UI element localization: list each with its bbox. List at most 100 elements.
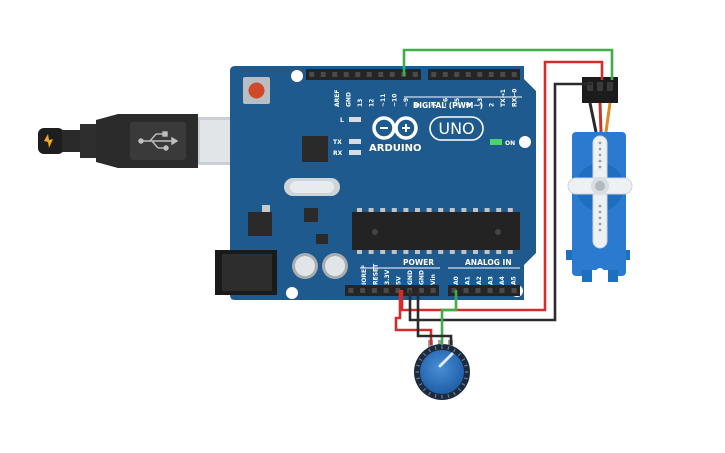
pin-label: ~6: [443, 98, 450, 107]
servo-motor[interactable]: [566, 77, 633, 282]
chip-pin: [461, 250, 467, 254]
potentiometer[interactable]: [414, 340, 470, 400]
small-chip: [304, 208, 318, 222]
digital-header-right: [428, 69, 520, 80]
led-l-label: L: [340, 117, 344, 124]
header-hole: [343, 72, 349, 77]
brand-text: ARDUINO: [369, 143, 421, 154]
header-hole: [487, 288, 493, 293]
header-hole: [475, 288, 481, 293]
header-hole: [488, 72, 494, 77]
voltage-regulator: [248, 212, 272, 236]
pin-label: 13: [357, 99, 364, 107]
header-hole: [355, 72, 361, 77]
pin-label: ~10: [392, 94, 399, 107]
chip-pin: [438, 250, 444, 254]
header-hole: [371, 288, 377, 293]
header-hole: [309, 72, 315, 77]
servo-horn[interactable]: [567, 135, 633, 249]
pin-label: 3.3V: [384, 269, 391, 285]
chip-pin: [368, 208, 374, 212]
analog-header-label: ANALOG IN: [465, 258, 512, 267]
chip-pin: [426, 250, 432, 254]
chip-pin: [461, 208, 467, 212]
knob-tick: [457, 352, 462, 357]
led-rx: RX: [333, 150, 361, 157]
horn-holes: [598, 141, 602, 232]
header-hole: [500, 72, 506, 77]
mounting-hole: [291, 70, 303, 82]
potentiometer-knob[interactable]: [420, 350, 464, 394]
arduino-logo: ARDUINO: [369, 116, 421, 154]
chip-pin: [357, 250, 362, 254]
wire-5v-pot[interactable]: [394, 290, 433, 345]
chip-pin: [484, 250, 490, 254]
header-hole: [378, 72, 384, 77]
knob-tick: [434, 346, 437, 350]
header-hole: [430, 288, 436, 293]
pin-label: ~5: [454, 98, 461, 107]
header-hole: [366, 72, 372, 77]
power-jack[interactable]: [215, 250, 277, 295]
header-hole: [442, 72, 448, 77]
chip-pin: [357, 208, 362, 212]
pin-label: A3: [488, 276, 495, 285]
knob-tick: [461, 382, 466, 386]
horn-hole: [598, 228, 602, 232]
chip-pin: [415, 250, 420, 254]
header-hole: [360, 288, 366, 293]
knob-tick: [418, 382, 423, 386]
pin-label: 8: [415, 103, 422, 107]
knob-tick: [452, 348, 456, 353]
pin-label: GND: [419, 270, 426, 285]
power-header: [345, 285, 439, 296]
header-hole: [395, 288, 401, 293]
model-text: UNO: [438, 119, 474, 138]
chip-pin: [473, 250, 478, 254]
knob-tick: [428, 348, 432, 353]
pin-label: RX←0: [512, 89, 519, 107]
pin-label: A1: [465, 276, 472, 285]
mounting-hole: [519, 136, 531, 148]
horn-hole: [598, 141, 602, 145]
wire-gnd-servo[interactable]: [408, 82, 592, 322]
knob-tick: [418, 358, 423, 362]
knob-ticks: [415, 345, 469, 399]
header-hole: [348, 288, 354, 293]
horn-hole: [598, 222, 602, 226]
wire-5v-servo[interactable]: [400, 60, 604, 312]
capacitor: [292, 253, 318, 279]
pin-label: GND: [407, 270, 414, 285]
header-hole: [465, 72, 471, 77]
wire-gnd-pot[interactable]: [416, 290, 453, 345]
led-tx-label: TX: [333, 139, 342, 146]
chip-pin: [368, 250, 374, 254]
uno-badge: UNO: [429, 116, 484, 141]
header-hole: [511, 288, 517, 293]
pin-label: 4: [466, 103, 473, 107]
chip-pin: [426, 208, 432, 212]
pin-label: RESET: [373, 263, 380, 285]
chip-pins-bottom: [357, 250, 513, 254]
wire-signal-servo[interactable]: [402, 48, 614, 80]
wires: [394, 48, 614, 345]
usb-cable[interactable]: [38, 114, 248, 168]
regulator-tab: [262, 205, 270, 212]
pin-label: 5V: [396, 276, 403, 285]
header-hole: [511, 72, 517, 77]
pin-label: ~11: [380, 94, 387, 107]
knob-indicator: [438, 352, 454, 368]
arduino-uno-board[interactable]: L TX RX ON ARDUINO UNO: [215, 66, 536, 300]
reset-button[interactable]: [243, 77, 270, 104]
header-hole: [320, 72, 326, 77]
wire-a0-pot[interactable]: [440, 290, 458, 345]
knob-tick: [457, 387, 462, 392]
chip-pin: [473, 208, 478, 212]
led-rx-label: RX: [333, 150, 343, 157]
chip-pin: [380, 250, 386, 254]
chip-pin: [484, 208, 490, 212]
capacitor: [322, 253, 348, 279]
header-hole: [499, 288, 505, 293]
